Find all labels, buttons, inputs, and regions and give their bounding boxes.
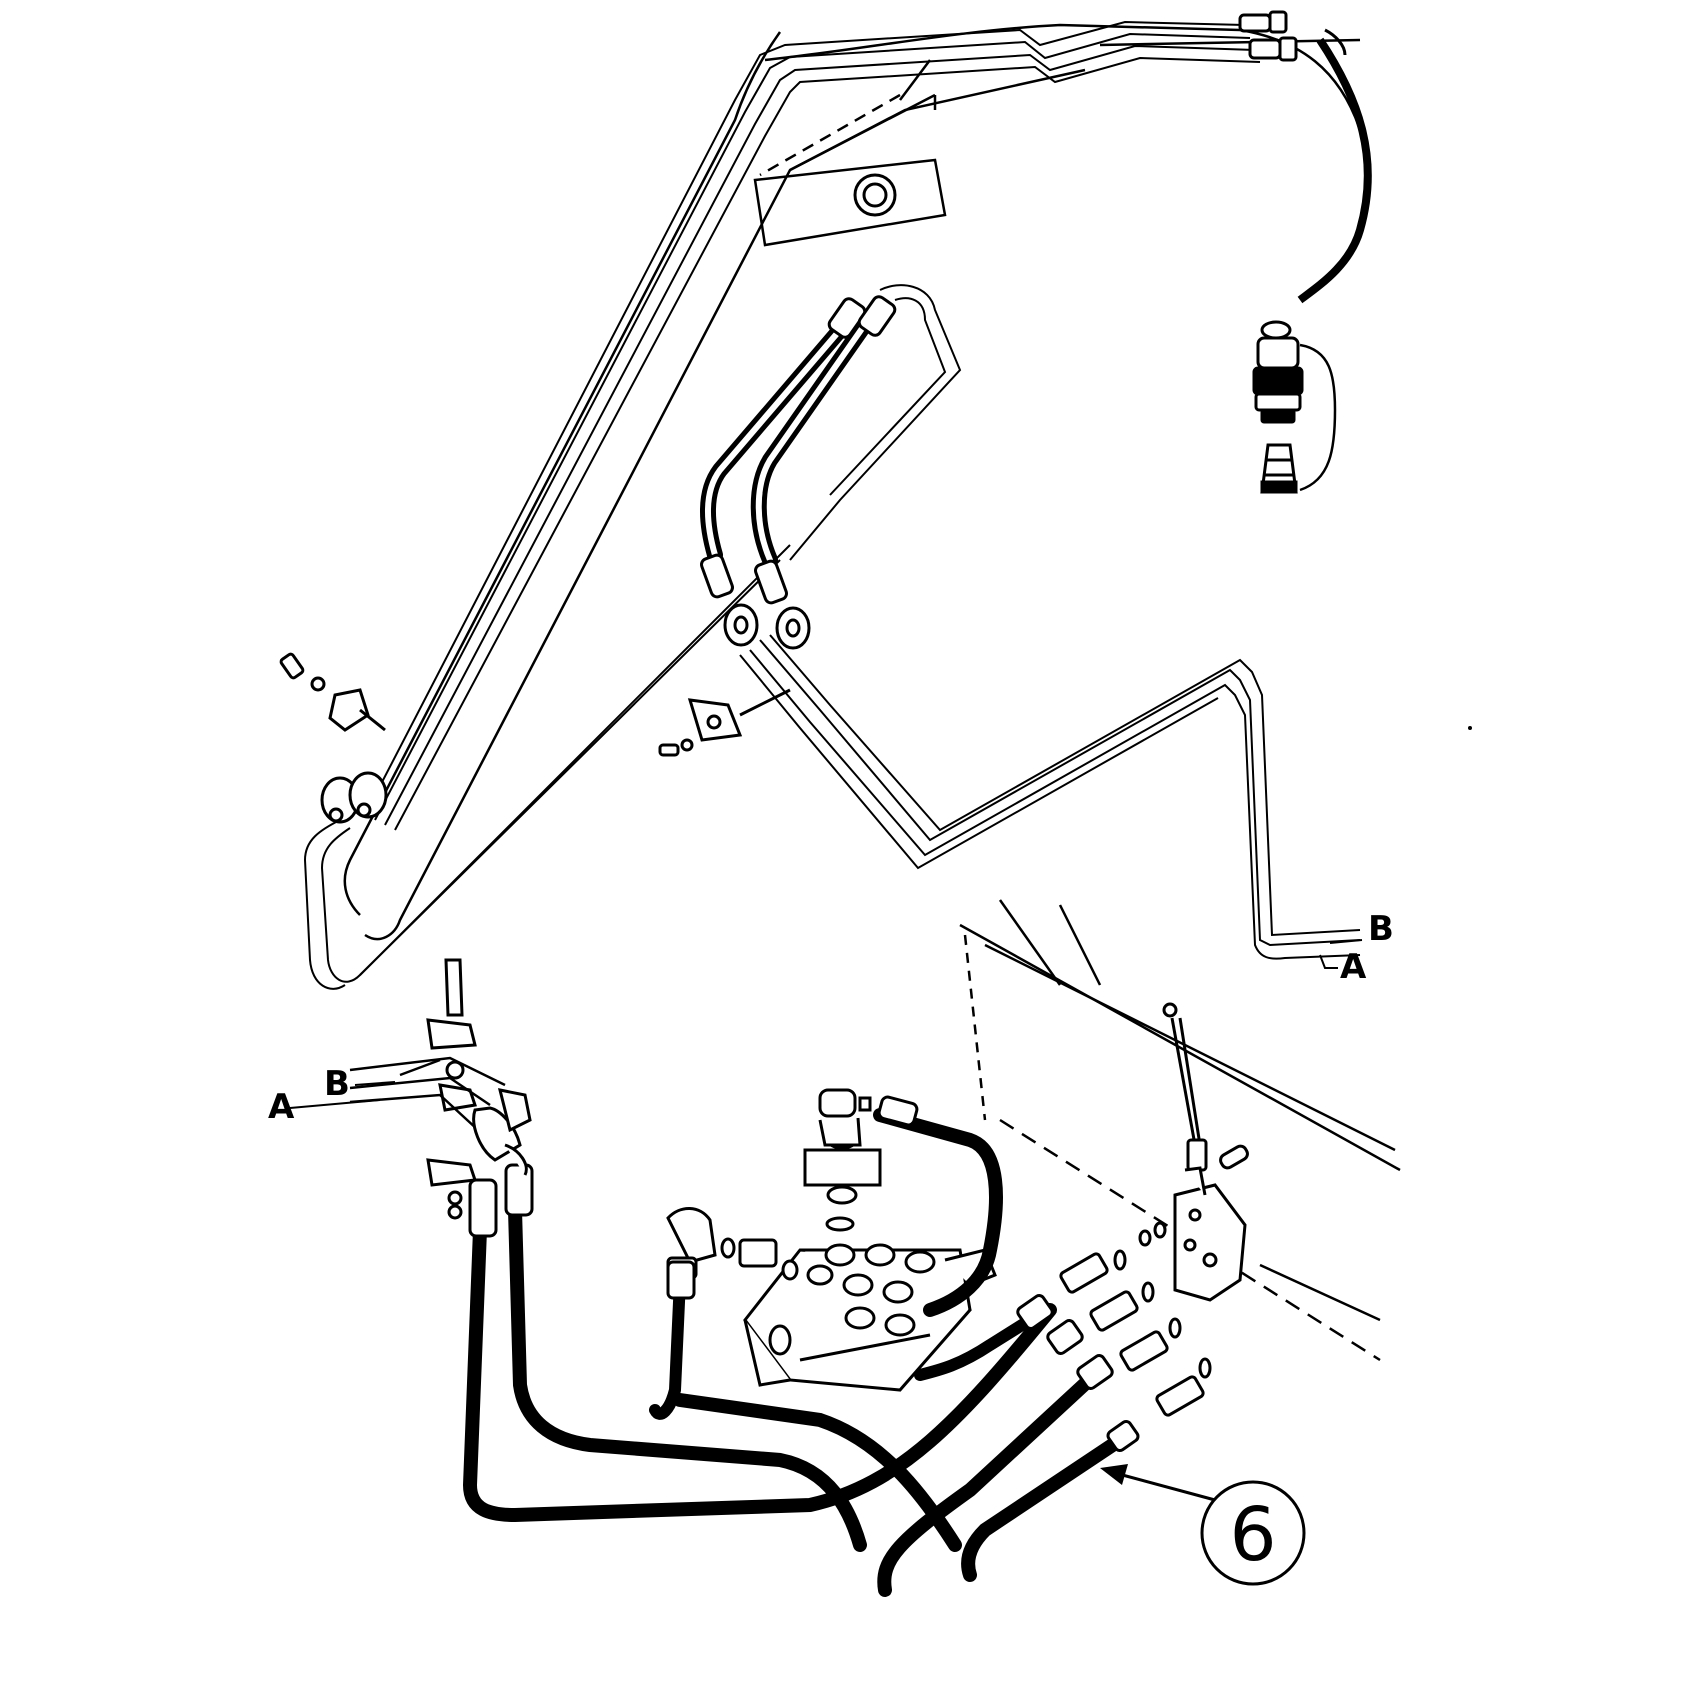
label-b-bottom: B (324, 1064, 350, 1104)
tee-fitting (803, 1088, 882, 1232)
label-a-top: A (1340, 947, 1367, 987)
quick-coupler (1252, 320, 1304, 424)
steel-tube-lower-left (303, 544, 791, 990)
tube-end-fittings-left (320, 771, 388, 824)
callout-number: 6 (1229, 1492, 1276, 1578)
middle-hose-fittings (700, 295, 897, 650)
loader-frame (343, 23, 1362, 941)
valve-side-block (1173, 1166, 1247, 1302)
clamp-middle (658, 688, 791, 757)
stray-mark (1468, 726, 1472, 730)
lower-left-tube-ends (349, 1056, 506, 1131)
coupler-tether (1299, 343, 1337, 492)
callout-arrowhead (1100, 1464, 1128, 1485)
lower-frame (959, 899, 1401, 1362)
control-linkage (1162, 1002, 1249, 1172)
steel-tube-middle-loop (789, 284, 962, 561)
callout-circle (1200, 1480, 1306, 1586)
steel-tube-right-run (739, 634, 1361, 960)
labels: B A B A (268, 909, 1394, 1127)
control-valve (743, 1243, 997, 1392)
steel-tube-bundle-upper (364, 20, 1261, 831)
callout-6: 6 (1100, 1464, 1306, 1586)
lower-left-elbows (472, 1088, 532, 1176)
lower-hose-fittings (468, 1095, 1212, 1453)
clamp-left-upper (279, 652, 386, 732)
dust-cap (1260, 443, 1298, 494)
label-leaders (289, 939, 1363, 1109)
boss-fitting (853, 173, 897, 217)
label-b-top: B (1368, 909, 1394, 949)
lower-left-bracket (426, 958, 478, 1220)
top-right-fittings (1238, 10, 1298, 62)
hose-right-upper (1297, 28, 1372, 304)
middle-hoses (700, 312, 876, 568)
lower-hoses (462, 1108, 1127, 1597)
callout-leader-arrow (1114, 1471, 1216, 1502)
